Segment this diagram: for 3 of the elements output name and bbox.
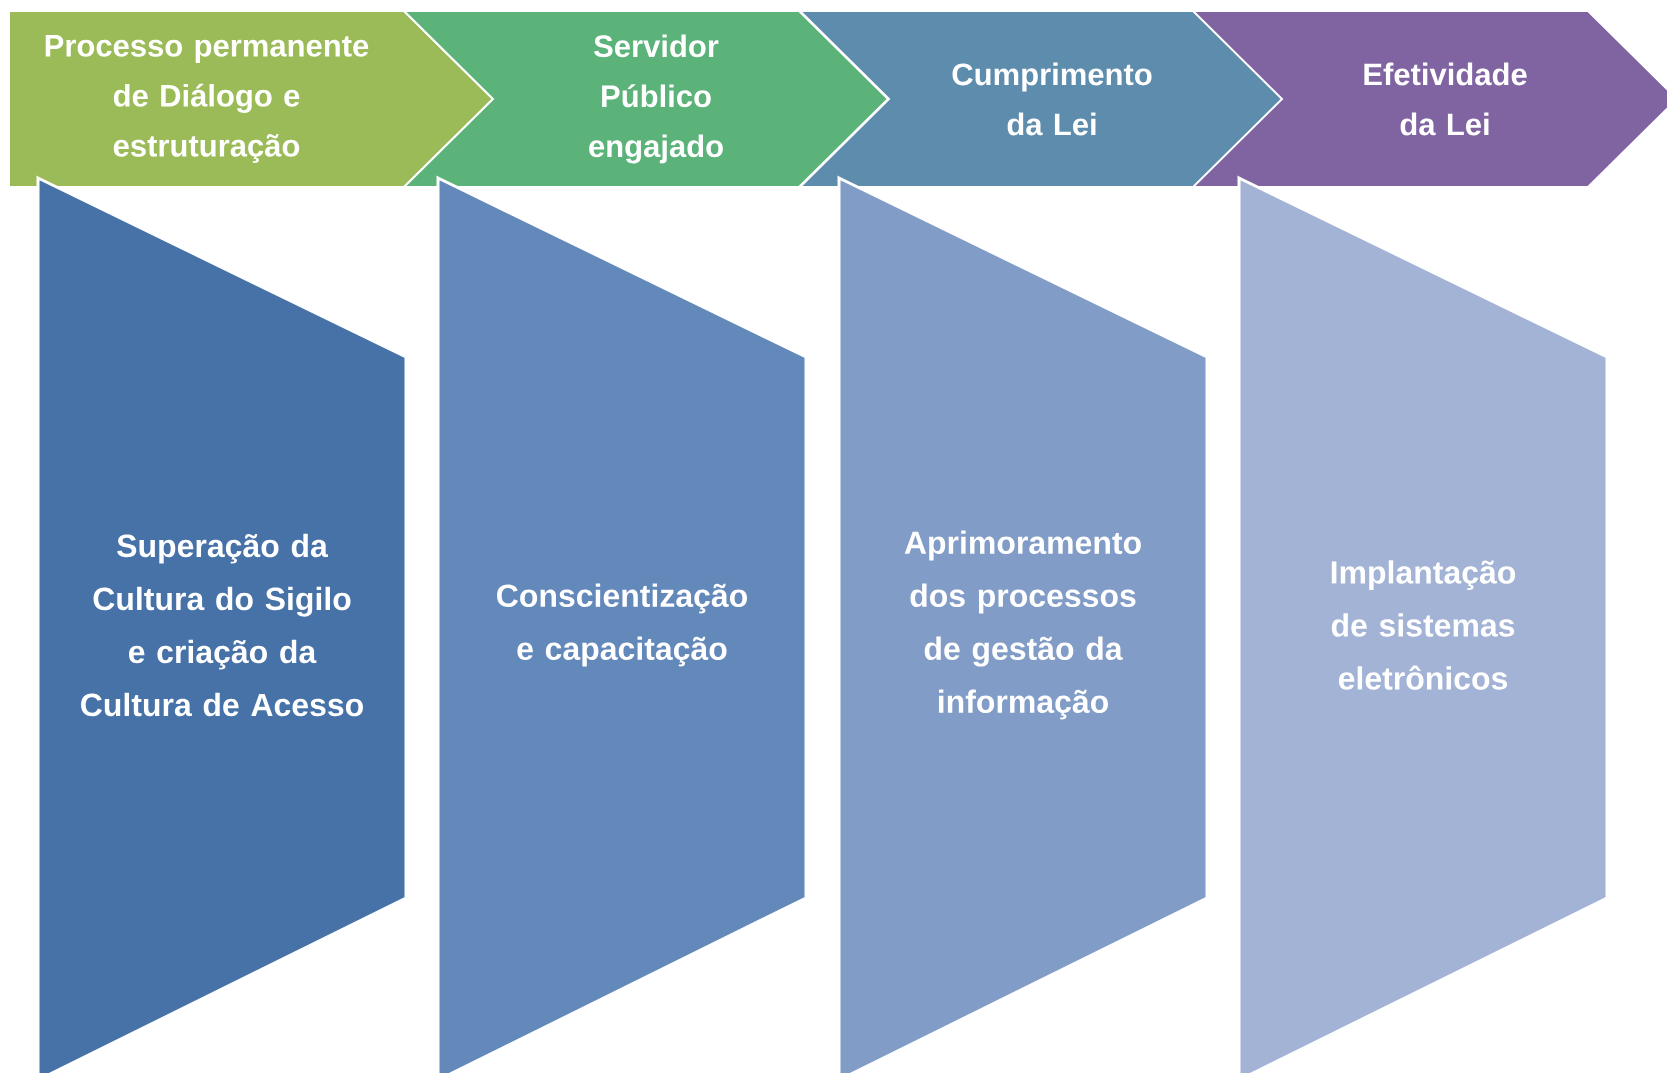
step-band: Efetividade da Lei — [1190, 10, 1667, 188]
step-band: Servidor Público engajado — [401, 10, 890, 188]
step-band: Processo permanente de Diálogo e estruturação — [8, 10, 495, 188]
